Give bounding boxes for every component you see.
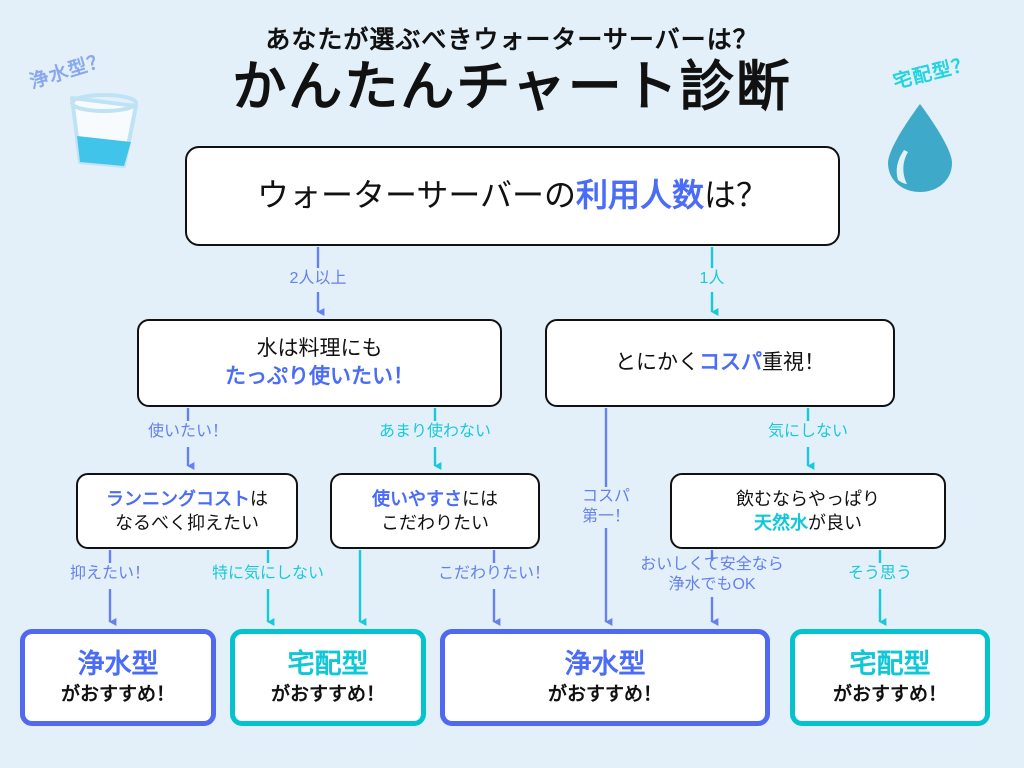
question-node-usability: 使いやすさには こだわりたい [330,473,540,549]
water-drop-icon [888,104,952,192]
lr-line2: こだわりたい [381,513,489,533]
question-node-cooking: 水は料理にも たっぷり使いたい！ [137,319,502,407]
page-subtitle: あなたが選ぶべきウォーターサーバーは？ [265,26,759,54]
result-box-3: 浄水型 がおすすめ！ [440,629,770,726]
result-3-suffix: がおすすめ！ [547,684,662,706]
edge-label-cost-first: コスパ 第一！ [561,487,651,527]
edge-label-keep-low: 抑えたい！ [69,565,150,582]
result-4-type: 宅配型 [849,649,931,680]
result-box-1: 浄水型 がおすすめ！ [20,629,216,726]
edge-label-dont-care: 気にしない [767,423,848,440]
root-text-c: は？ [704,177,769,214]
edge-label-not-particular: 特に気にしない [211,565,324,582]
question-node-root: ウォーターサーバーの利用人数は？ [185,146,840,246]
cost-first-line2: 第一！ [581,508,630,525]
edge-label-tasty-safe-ok: おいしくて安全なら 浄水でもOK [620,555,804,595]
left-line2: たっぷり使いたい！ [225,365,414,388]
edge-label-2-or-more: 2人以上 [289,270,347,287]
result-4-suffix: がおすすめ！ [832,684,947,706]
rr-highlight: 天然水 [754,513,808,533]
rr-line1: 飲むならやっぱり [736,488,880,509]
right-text-a: とにかく [615,350,699,374]
rr-line2b: が良い [808,513,862,533]
result-box-4: 宅配型 がおすすめ！ [790,629,990,726]
root-text-highlight: 利用人数 [576,177,705,214]
ll-line2: なるべく抑えたい [115,513,259,533]
header-block: あなたが選ぶべきウォーターサーバーは？ かんたんチャート診断 [0,0,1024,116]
cost-first-line1: コスパ [581,488,630,505]
lr-highlight: 使いやすさ [372,488,462,509]
water-glass-icon [70,93,138,168]
left-line1: 水は料理にも [256,336,383,360]
result-1-suffix: がおすすめ！ [60,684,175,706]
right-text-c: 重視！ [762,350,825,374]
edge-label-particular: こだわりたい！ [437,565,550,582]
result-2-type: 宅配型 [287,649,369,680]
tasty-safe-line2: 浄水でもOK [668,576,756,593]
edge-label-agree: そう思う [847,565,912,582]
lr-line1b: には [462,488,498,509]
right-text-highlight: コスパ [699,350,762,374]
edge-label-1-person: 1人 [699,270,725,287]
result-1-type: 浄水型 [77,649,159,680]
result-3-type: 浄水型 [564,649,646,680]
tasty-safe-line1: おいしくて安全なら [640,556,784,573]
edge-label-want-to-use: 使いたい！ [147,423,228,440]
question-node-costperf: とにかくコスパ重視！ [545,319,895,407]
result-2-suffix: がおすすめ！ [270,684,385,706]
result-box-2: 宅配型 がおすすめ！ [230,629,426,726]
ll-highlight: ランニングコスト [106,488,250,509]
ll-line1b: は [250,488,268,509]
question-node-natural-water: 飲むならやっぱり 天然水が良い [670,473,946,549]
edge-label-rarely-use: あまり使わない [378,423,491,440]
root-text-a: ウォーターサーバーの [256,177,576,214]
question-node-running-cost: ランニングコストは なるべく抑えたい [76,473,298,549]
page-title: かんたんチャート診断 [232,57,792,117]
